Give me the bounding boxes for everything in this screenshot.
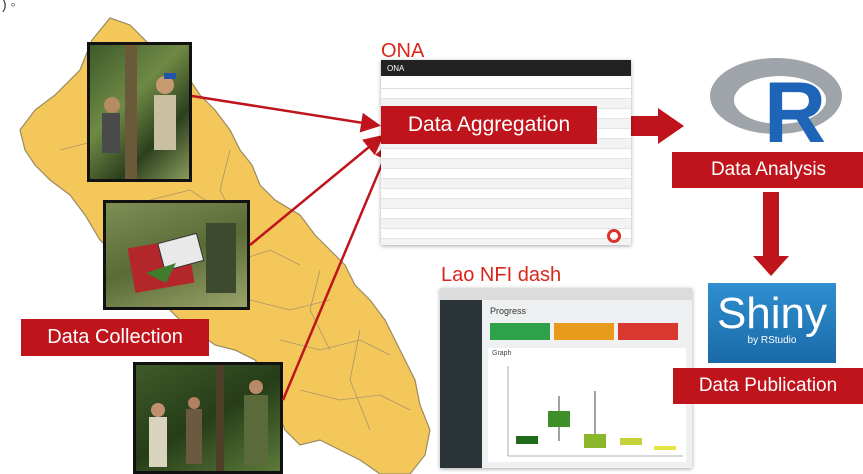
shiny-title: Shiny xyxy=(716,289,828,338)
ona-help-icon xyxy=(607,229,621,243)
field-photo-team xyxy=(133,362,283,474)
r-letter: R xyxy=(764,65,826,148)
dash-sidebar xyxy=(440,300,482,468)
ona-title: ONA xyxy=(381,40,425,62)
tablet-data-entry-image xyxy=(127,223,236,293)
dash-title: Lao NFI dash xyxy=(441,264,562,286)
stat-box-red xyxy=(618,323,678,340)
dash-screenshot: Progress Graph xyxy=(440,288,692,468)
stat-box-green xyxy=(490,323,550,340)
dash-graph-panel: Graph xyxy=(488,348,686,462)
corner-text: ) ◦ xyxy=(2,0,16,12)
arrow-photo2-to-aggregation xyxy=(249,134,384,246)
person-measuring-tree-image xyxy=(102,45,176,179)
field-photo-forest-measurement xyxy=(87,42,192,182)
arrow-photo3-to-aggregation xyxy=(281,140,394,401)
data-collection-label: Data Collection xyxy=(21,319,209,356)
data-publication-label: Data Publication xyxy=(673,368,863,404)
dash-progress-header: Progress xyxy=(490,306,527,316)
browser-bar xyxy=(440,288,692,300)
ona-topbar: ONA xyxy=(381,60,631,76)
arrow-photo1-to-aggregation xyxy=(191,94,381,133)
shiny-subtitle: by RStudio xyxy=(747,335,797,346)
field-photo-tablet xyxy=(103,200,250,310)
dash-graph-label: Graph xyxy=(492,350,512,357)
ona-screenshot: ONA xyxy=(381,60,631,245)
shiny-logo: Shiny by RStudio xyxy=(708,283,836,363)
stat-box-orange xyxy=(554,323,614,340)
data-analysis-label: Data Analysis xyxy=(672,152,863,188)
ona-logo: ONA xyxy=(387,63,405,73)
r-logo: R xyxy=(710,58,842,148)
boxplot-chart xyxy=(507,366,683,457)
ona-navbar xyxy=(381,76,631,89)
arrow-analysis-to-publication xyxy=(753,192,789,276)
data-aggregation-label: Data Aggregation xyxy=(381,106,597,144)
field-team-image xyxy=(149,365,268,471)
dash-main: Progress Graph xyxy=(482,300,692,468)
